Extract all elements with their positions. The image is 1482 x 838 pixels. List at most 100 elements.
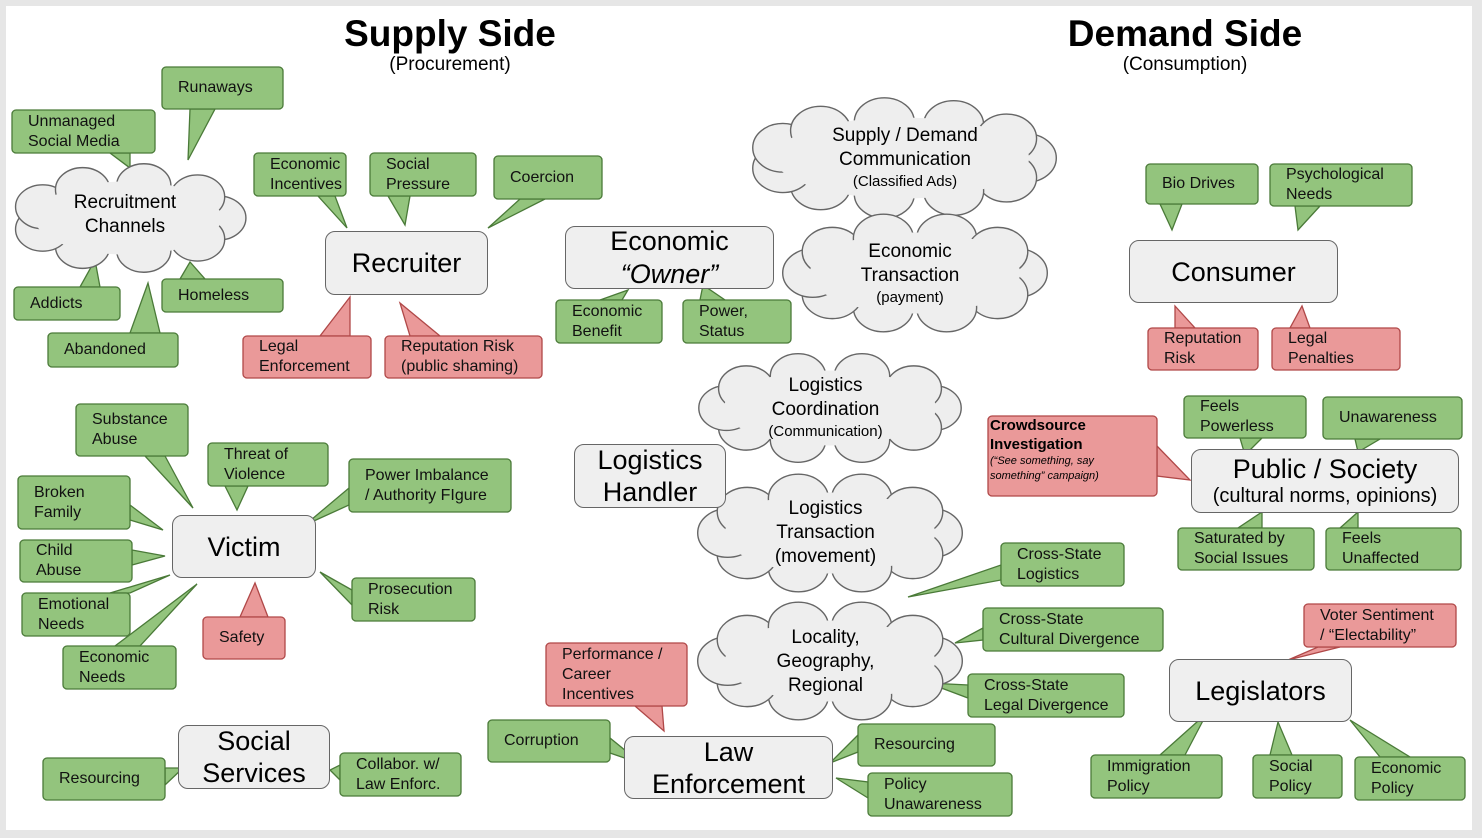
callout-line: Psychological (1286, 166, 1384, 183)
cloud-line: Supply / Demand (832, 125, 978, 146)
cloud-body (34, 181, 222, 255)
logistics-handler-label-2: Handler (602, 477, 698, 507)
cloud-shape (781, 213, 1048, 333)
cloud-body (723, 370, 937, 446)
callout-line: Performance / (562, 645, 663, 663)
callout-line: Needs (1286, 186, 1333, 203)
law-enforcement-label-2: Enforcement (651, 768, 806, 799)
cross-state-cultural-callout-fill (984, 609, 1162, 650)
callout-line: Immigration (1107, 757, 1191, 775)
callout-line: Career (562, 665, 611, 683)
callout-line: Child (36, 542, 73, 559)
cloud-line: Communication (839, 149, 971, 170)
resourcing-le-callout: Resourcing (858, 724, 995, 766)
demand-side-title: Demand Side (1067, 13, 1303, 54)
victim-node: Victim (172, 515, 316, 578)
legal-enforcement-callout-fill (244, 337, 370, 377)
callout-line: / “Electability” (1320, 626, 1417, 644)
logistics-handler-label-1: Logistics (597, 445, 703, 475)
reputation-risk-shaming-callout-tail (398, 301, 442, 337)
callout-line: Powerless (1200, 418, 1274, 435)
callout-line: Unaffected (1342, 550, 1420, 567)
homeless-callout-fill (163, 280, 282, 311)
voter-sentiment-callout-fill (1305, 605, 1455, 646)
child-abuse-callout-tail (131, 549, 166, 566)
callout-line: Resourcing (59, 770, 140, 787)
callout-line: Social (386, 155, 430, 173)
economic-benefit-callout-tail (599, 288, 630, 301)
crowdsource-note-1: (“See something, say (990, 455, 1094, 467)
callout-line: Feels (1200, 398, 1240, 415)
cloud-note: (Classified Ads) (852, 173, 958, 190)
callout-line: Abandoned (64, 341, 146, 358)
recruiter-label: Recruiter (351, 248, 462, 278)
callout-line: Power Imbalance (365, 466, 489, 484)
cloud-note: (Communication) (768, 423, 883, 440)
resourcing-ss-callout-fill (44, 759, 164, 799)
social-services-label-2: Services (202, 758, 306, 788)
broken-family-callout-fill (19, 477, 129, 528)
cloud-note: (payment) (876, 289, 944, 306)
performance-career-callout-tail (633, 705, 665, 733)
callout-line: Legal (1288, 330, 1328, 347)
callout-line: Runaways (178, 79, 253, 96)
collabor-callout: Collabor. w/Law Enforc. (340, 753, 461, 796)
callout-line: Coercion (510, 168, 575, 186)
cloud-shape (752, 97, 1057, 219)
callout-line: Reputation Risk (401, 338, 514, 355)
cloud-line: Geography, (776, 651, 875, 672)
policy-unawareness-callout-tail (835, 777, 869, 800)
unawareness-callout-fill (1324, 398, 1461, 438)
bio-drives-callout-fill (1147, 165, 1257, 203)
callout-line: Economic (79, 648, 150, 666)
collabor-callout-tail (328, 763, 341, 782)
crowdsource-note-2: something” campaign) (990, 470, 1099, 482)
social-pressure-callout-fill (371, 154, 475, 195)
voter-sentiment-callout: Voter Sentiment/ “Electability” (1304, 604, 1456, 647)
unmanaged-social-media-callout-fill (13, 111, 154, 152)
crowdsource-callout-text: Crowdsource Investigation (“See somethin… (990, 416, 1160, 484)
public-society-label: Public / Society (1232, 453, 1418, 484)
consumer-node: Consumer (1129, 240, 1338, 303)
resourcing-ss-callout: Resourcing (43, 758, 165, 800)
resourcing-le-callout-tail (829, 733, 859, 764)
callout-line: Pressure (386, 175, 451, 193)
legal-penalties-callout-tail (1288, 304, 1311, 329)
addicts-callout: Addicts (14, 287, 120, 320)
power-status-callout-fill (684, 301, 790, 342)
cloud-line: Channels (84, 216, 166, 237)
economic-policy-callout-fill (1356, 758, 1464, 799)
unawareness-callout: Unawareness (1323, 397, 1462, 439)
substance-abuse-callout-tail (143, 455, 194, 509)
legislators-label: Legislators (1195, 675, 1326, 706)
callout-line: Social Media (28, 132, 120, 150)
psychological-needs-callout-tail (1294, 205, 1322, 232)
victim-label: Victim (207, 531, 281, 562)
callout-line: Incentives (562, 685, 635, 703)
cross-state-legal-callout-fill (969, 675, 1123, 716)
reputation-risk-shaming-callout-fill (386, 337, 541, 377)
legislators-node: Legislators (1169, 659, 1352, 722)
cloud-shape (696, 601, 963, 721)
immigration-policy-callout-fill (1092, 756, 1221, 797)
callout-line: Economic (572, 302, 643, 320)
cloud-line: Economic (868, 241, 952, 262)
callout-line: Cross-State (984, 676, 1069, 694)
callout-line: Family (34, 503, 82, 521)
reputation-risk-shaming-callout: Reputation Risk(public shaming) (385, 336, 542, 378)
callout-line: Unmanaged (28, 112, 116, 130)
prosecution-risk-callout-tail (319, 571, 353, 607)
economic-owner-node: Economic “Owner” (565, 226, 774, 289)
